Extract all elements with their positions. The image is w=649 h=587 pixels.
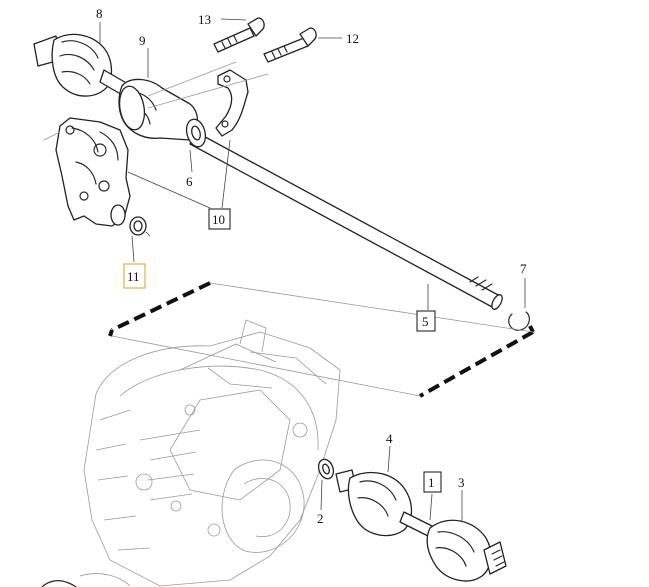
- callout-box-11: [123, 263, 146, 289]
- cv-joint-boot-8: [33, 33, 129, 97]
- bearing-cap-10: [215, 69, 249, 137]
- callout-labels: 8 9 13 12 6 10 11 7 5 4 1 3 2: [96, 6, 527, 526]
- edge-circle: [41, 580, 77, 587]
- drive-shaft-lower: [335, 469, 507, 582]
- callout-2: 2: [317, 511, 324, 526]
- callout-6: 6: [186, 174, 193, 189]
- callout-7: 7: [520, 261, 527, 276]
- callout-13: 13: [198, 12, 211, 27]
- washer-11: [129, 216, 147, 236]
- callout-10: 10: [212, 212, 225, 227]
- callout-12: 12: [346, 31, 359, 46]
- shaft-seal-2: [317, 458, 335, 511]
- callout-11: 11: [127, 269, 140, 284]
- joint-housing-9: [118, 78, 199, 141]
- dashed-connection-frame: [108, 281, 535, 398]
- snap-ring-7: [508, 311, 530, 331]
- bearing-bracket: [55, 117, 131, 227]
- callout-4: 4: [386, 431, 393, 446]
- intermediate-shaft: [189, 131, 503, 310]
- bolt-13: [213, 17, 265, 53]
- callout-box-5: [416, 310, 436, 332]
- callout-1: 1: [428, 475, 435, 490]
- transmission-housing: [79, 319, 341, 587]
- callout-box-1: [423, 471, 442, 493]
- bolt-12: [263, 27, 317, 63]
- leader-lines-bottom: [387, 445, 463, 522]
- callout-3: 3: [458, 475, 465, 490]
- support-bearing-6: [185, 118, 207, 148]
- callout-9: 9: [139, 33, 146, 48]
- callout-8: 8: [96, 6, 103, 21]
- leader-lines-top: [43, 18, 526, 310]
- callout-box-10: [208, 208, 231, 230]
- callout-5: 5: [422, 314, 429, 329]
